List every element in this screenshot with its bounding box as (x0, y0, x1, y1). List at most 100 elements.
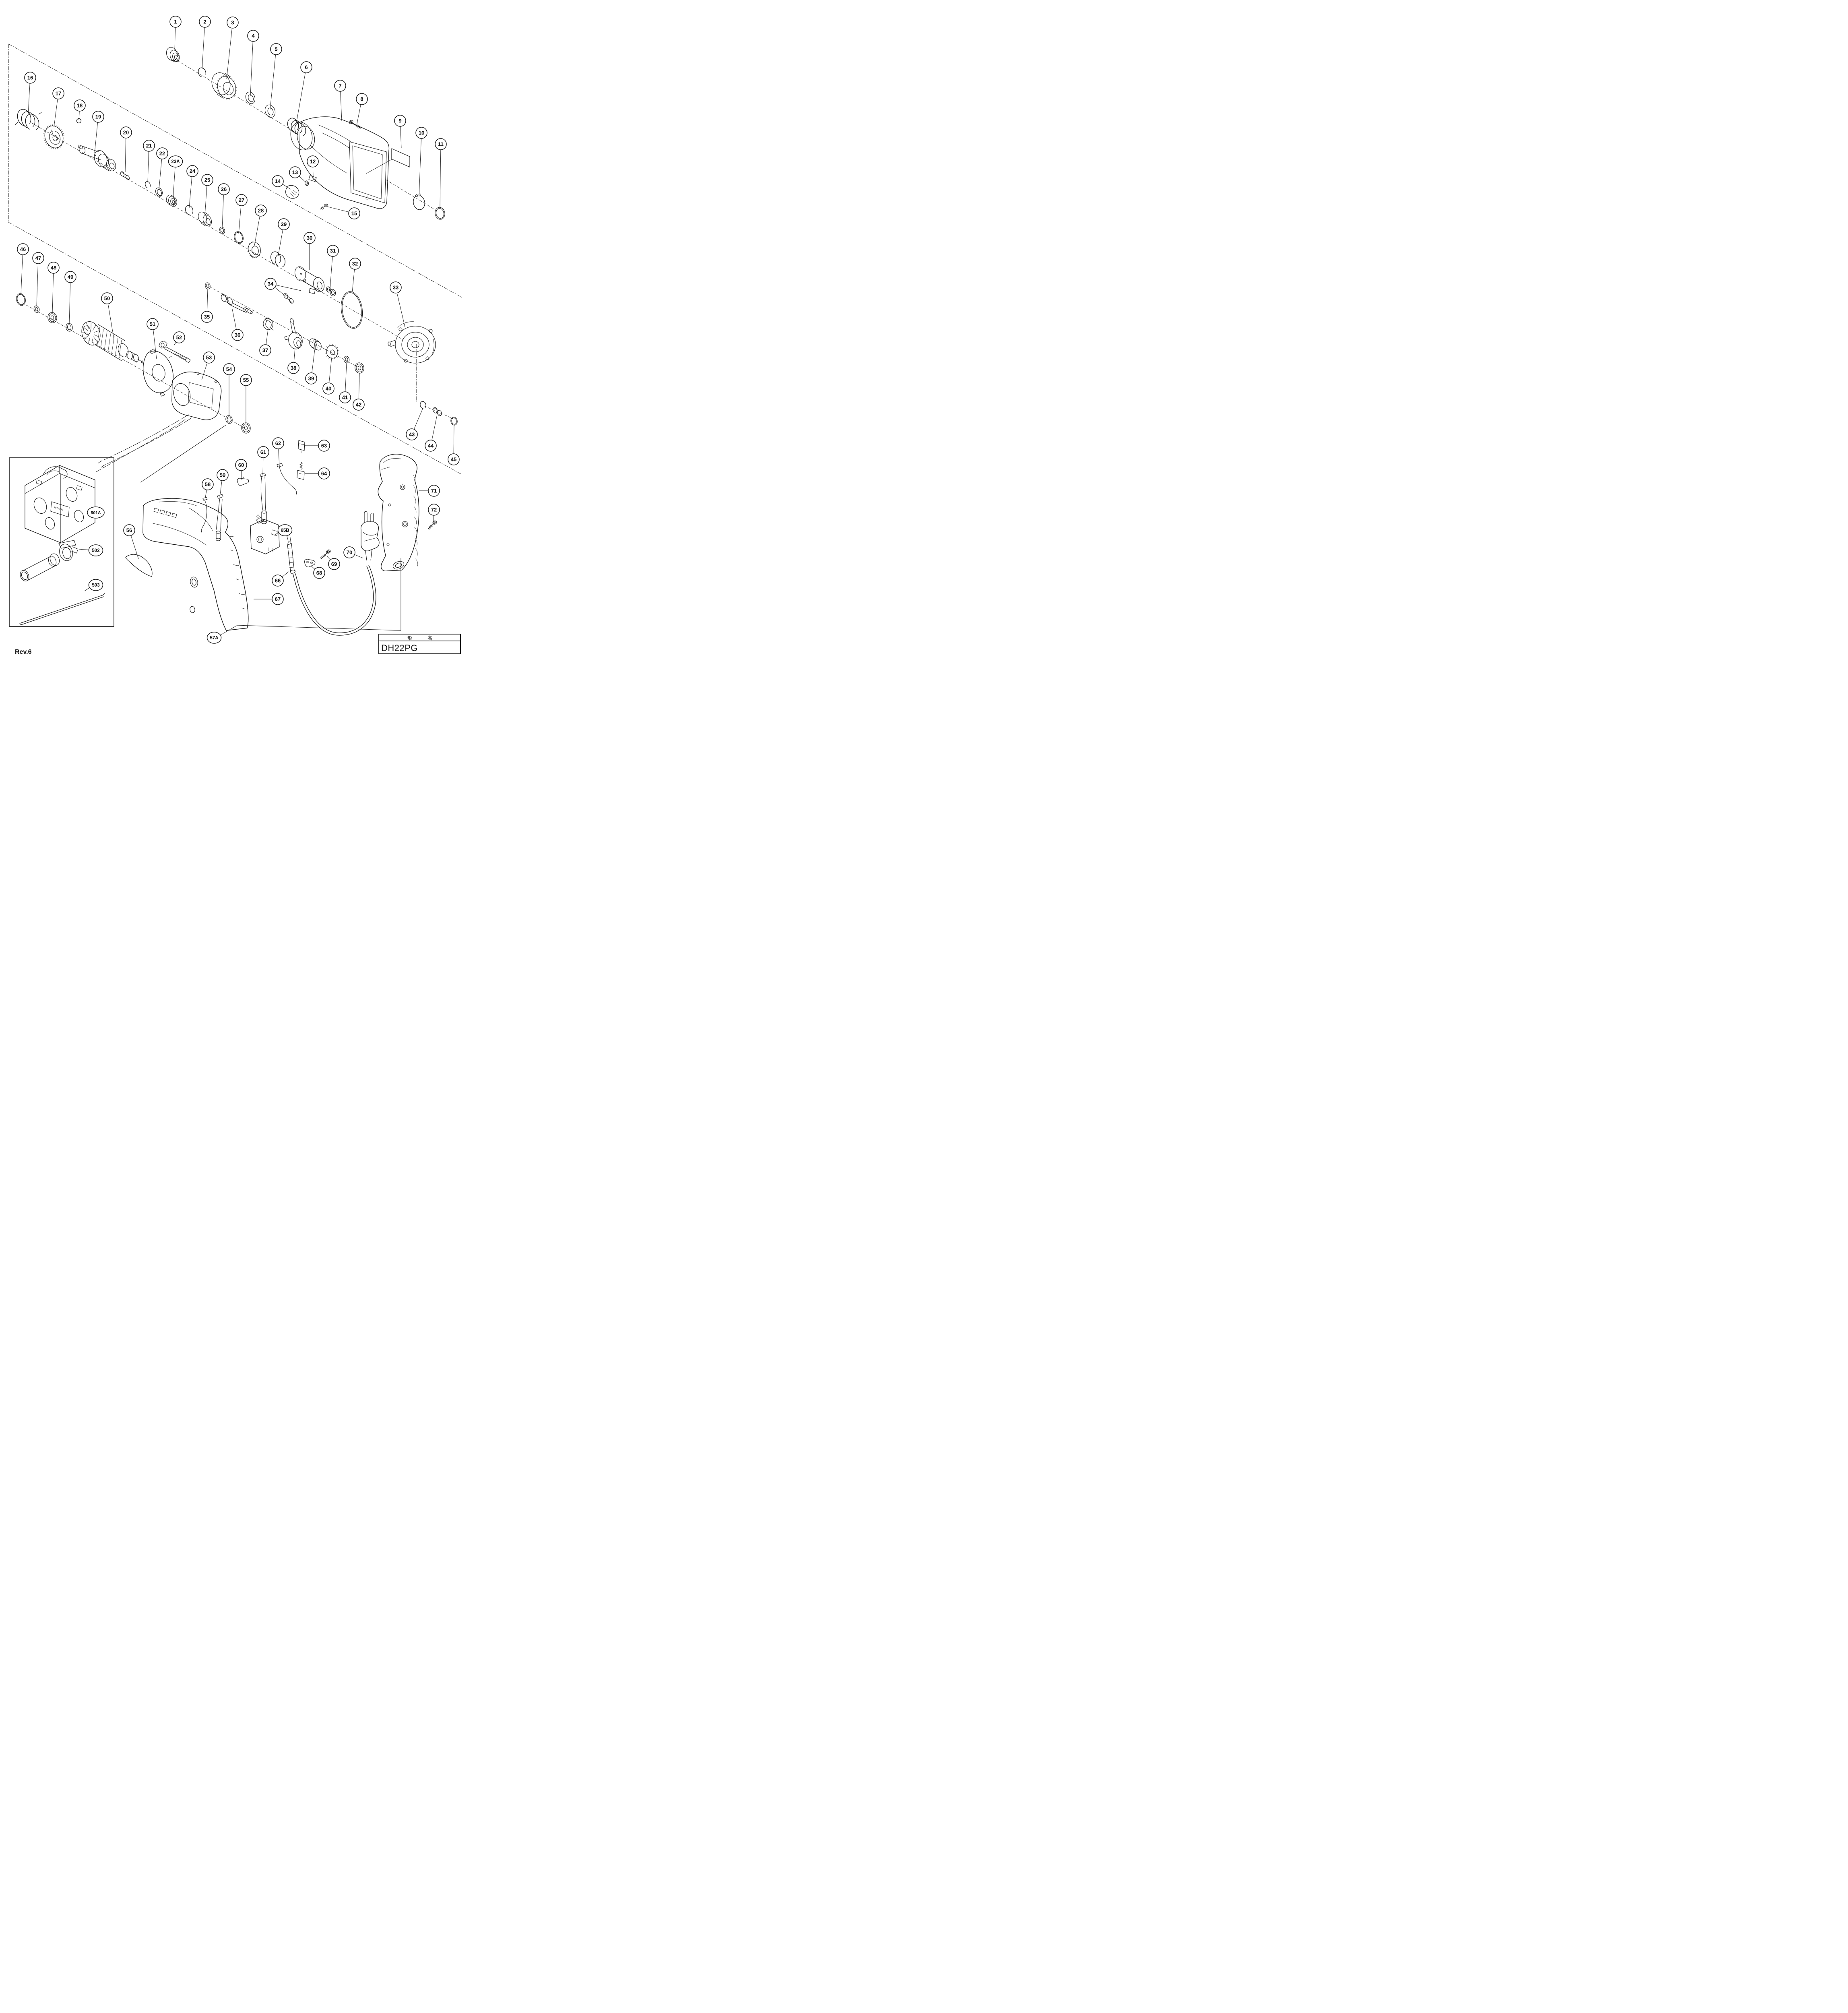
svg-text:57A: 57A (210, 636, 218, 641)
balloon-71: 71 (428, 485, 440, 497)
svg-text:27: 27 (239, 197, 244, 203)
svg-text:51: 51 (150, 321, 155, 327)
balloon-66: 66 (272, 575, 284, 587)
balloon-56: 56 (123, 524, 135, 536)
svg-text:58: 58 (205, 482, 211, 488)
part-o-ring-46 (16, 293, 26, 306)
leader-28 (254, 216, 260, 246)
svg-text:16: 16 (27, 75, 33, 81)
leader-41 (345, 363, 347, 392)
balloon-26: 26 (218, 183, 230, 195)
leader-56 (130, 535, 139, 559)
svg-text:65B: 65B (281, 528, 289, 533)
leader-40 (328, 357, 332, 383)
balloon-62: 62 (272, 437, 284, 449)
svg-text:59: 59 (220, 472, 225, 478)
part-slide-knob-60 (237, 476, 249, 486)
svg-text:26: 26 (221, 186, 227, 192)
leader-68 (310, 565, 315, 570)
svg-text:14: 14 (275, 178, 281, 184)
svg-text:63: 63 (321, 443, 327, 449)
balloon-12: 12 (307, 155, 319, 167)
leader-24 (189, 176, 192, 208)
part-seal-ring-11 (435, 207, 445, 220)
part-name-plate (366, 148, 410, 174)
balloon-57A: 57A (206, 632, 222, 644)
leader-38 (293, 347, 295, 363)
leader-22 (159, 159, 162, 190)
part-large-o-ring (341, 291, 363, 329)
svg-text:68: 68 (316, 570, 322, 576)
part-stator (96, 372, 222, 472)
balloon-30: 30 (304, 232, 316, 244)
title-block-header-left: 形 (407, 635, 412, 641)
leader-20 (125, 138, 126, 173)
part-depth-gauge-rod (19, 593, 105, 626)
part-cord-clip-68 (304, 559, 316, 567)
svg-text:70: 70 (347, 550, 352, 556)
balloon-32: 32 (349, 258, 361, 270)
balloon-35: 35 (201, 311, 213, 323)
balloon-54: 54 (223, 363, 235, 375)
svg-text:55: 55 (243, 377, 249, 383)
leader-43 (414, 407, 423, 430)
leader-17 (54, 99, 58, 127)
svg-text:34: 34 (268, 281, 274, 287)
balloon-19: 19 (92, 111, 104, 123)
svg-text:50: 50 (104, 296, 110, 302)
leader-51 (153, 329, 157, 360)
svg-text:23A: 23A (171, 159, 180, 164)
leader-2 (202, 27, 205, 70)
part-lever-plate-12 (308, 175, 317, 182)
leader-7 (340, 91, 342, 121)
svg-text:13: 13 (292, 169, 298, 176)
balloon-36: 36 (231, 329, 244, 341)
balloon-22: 22 (156, 147, 168, 159)
part-inner-cover (388, 321, 436, 364)
part-sleeve-25 (198, 211, 212, 227)
leader-52 (173, 342, 176, 346)
part-piston-rings-29 (270, 251, 285, 267)
part-washer-4 (245, 91, 256, 104)
part-carrying-case (25, 465, 95, 543)
svg-text:62: 62 (275, 440, 281, 446)
balloon-29: 29 (278, 218, 290, 230)
leader-37 (266, 329, 268, 345)
part-washer-49 (66, 323, 73, 332)
svg-text:41: 41 (342, 395, 348, 401)
part-grip-knob (211, 72, 237, 100)
leader-10 (419, 138, 421, 197)
leader-34 (276, 285, 301, 291)
svg-text:61: 61 (260, 449, 266, 455)
group-assembly-axes (22, 60, 454, 428)
part-clip-21 (145, 181, 151, 188)
leader-31 (330, 256, 333, 289)
svg-text:9: 9 (399, 118, 401, 124)
svg-text:33: 33 (393, 285, 399, 291)
leader-58 (204, 490, 207, 500)
part-lead-wire-58 (201, 497, 208, 533)
svg-text:24: 24 (190, 168, 196, 174)
part-lead-wire-59 (215, 494, 223, 541)
leader-21 (147, 151, 149, 183)
part-ball-bearing-48 (47, 312, 57, 323)
model-number: DH22PG (381, 643, 418, 653)
part-synchro-gear (43, 124, 65, 149)
leader-13 (299, 176, 306, 183)
svg-text:45: 45 (451, 457, 456, 463)
svg-text:47: 47 (35, 255, 41, 261)
svg-text:10: 10 (419, 130, 424, 136)
part-washer-41 (343, 356, 350, 363)
svg-text:22: 22 (159, 151, 165, 157)
leader-5 (270, 54, 276, 110)
part-spindle (78, 145, 116, 172)
svg-text:42: 42 (356, 402, 361, 408)
accessories-inset-box (9, 457, 114, 627)
balloon-55: 55 (240, 374, 252, 386)
part-ball-bearing-42 (355, 362, 364, 374)
part-brush-ring-54 (225, 415, 233, 424)
svg-text:64: 64 (321, 471, 327, 477)
svg-text:67: 67 (275, 596, 281, 602)
